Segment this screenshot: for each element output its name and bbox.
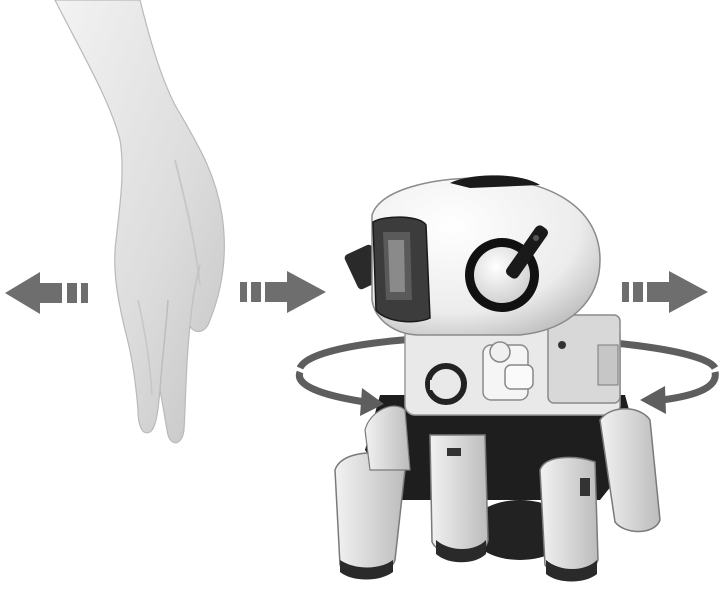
move-right-arrow-icon — [622, 271, 708, 313]
move-right-arrow-icon — [240, 271, 326, 313]
robot-icon — [335, 175, 660, 581]
hand-icon — [55, 0, 224, 443]
move-left-arrow-icon — [5, 272, 88, 314]
